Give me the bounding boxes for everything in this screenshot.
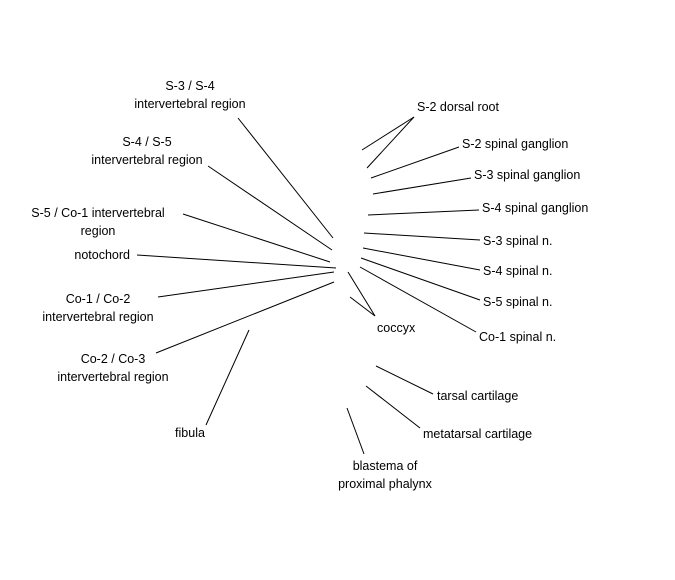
label-tarsal-cartilage: tarsal cartilage [437,389,519,403]
leader-s4-nerve [362,247,481,271]
leader-s2-dorsal-root-a [361,116,415,151]
leader-metatarsal [365,385,421,429]
label-s5-spinal-nerve: S-5 spinal n. [483,295,553,309]
leader-co1-nerve [359,266,477,333]
label-co1-spinal-nerve: Co-1 spinal n. [479,330,557,344]
leader-s2-dorsal-root-b [366,116,415,169]
label-co2-co3-intervertebral-region: Co-2 / Co-3 intervertebral region [57,352,169,384]
label-s3-spinal-ganglion: S-3 spinal ganglion [474,168,581,182]
leader-co2-co3 [155,281,335,354]
label-s2-spinal-ganglion: S-2 spinal ganglion [462,137,569,151]
leader-fibula [205,329,250,426]
leader-s2-ganglion [370,146,460,179]
label-coccyx: coccyx [377,321,416,335]
leader-s3-ganglion [372,177,472,195]
leader-blastema [346,407,365,455]
leader-coccyx-b [349,296,376,317]
label-s3-s4-intervertebral-region: S-3 / S-4 intervertebral region [134,79,246,111]
label-s4-spinal-nerve: S-4 spinal n. [483,264,553,278]
leader-coccyx-a [347,271,376,317]
leader-s3-nerve [363,232,481,241]
label-metatarsal-cartilage: metatarsal cartilage [423,427,533,441]
label-s2-dorsal-root: S-2 dorsal root [417,100,499,114]
leader-s5-nerve [360,257,481,301]
leader-s4-s5 [207,165,333,251]
leader-notochord [136,254,337,269]
label-s4-s5-intervertebral-region: S-4 / S-5 intervertebral region [91,135,203,167]
leader-s3-s4 [237,117,334,239]
label-s5-co1-intervertebral-region: S-5 / Co-1 intervertebral region [31,206,165,238]
label-notochord: notochord [74,248,130,262]
leader-co1-co2 [157,271,335,298]
label-blastema-proximal-phalynx: blastema of proximal phalynx [338,459,432,491]
leader-tarsal [375,365,434,395]
label-co1-co2-intervertebral-region: Co-1 / Co-2 intervertebral region [42,292,154,324]
label-s3-spinal-nerve: S-3 spinal n. [483,234,553,248]
leader-s4-ganglion [367,209,480,216]
label-fibula: fibula [175,426,205,440]
label-s4-spinal-ganglion: S-4 spinal ganglion [482,201,589,215]
leader-s5-co1 [182,213,331,263]
